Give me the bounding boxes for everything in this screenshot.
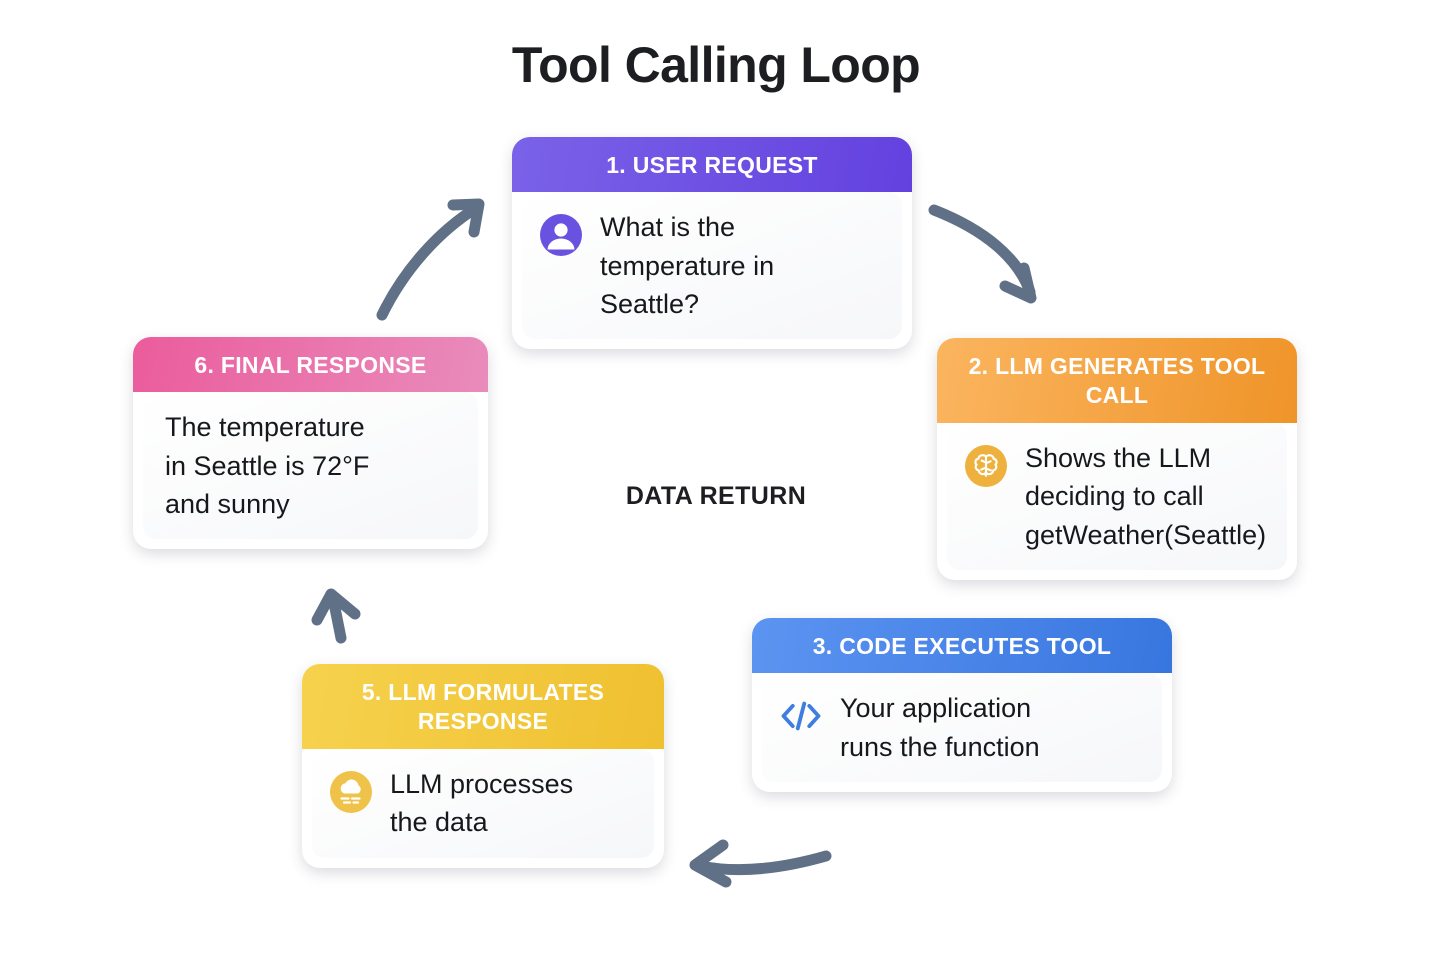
node-user-request[interactable]: 1. USER REQUEST What is the temperature …: [512, 137, 912, 349]
code-brackets-icon: [778, 693, 824, 739]
center-label-data-return: DATA RETURN: [625, 482, 807, 510]
node-llm-formulates-response-header: 5. LLM FORMULATES RESPONSE: [302, 664, 664, 749]
brain-icon: [963, 443, 1009, 489]
node-user-request-header: 1. USER REQUEST: [512, 137, 912, 193]
node-llm-generates-tool-call[interactable]: 2. LLM GENERATES TOOL CALL Shows the LLM…: [937, 338, 1297, 580]
node-llm-generates-tool-call-text: Shows the LLM deciding to call getWeathe…: [1025, 442, 1267, 550]
weather-cloud-icon: [328, 769, 374, 815]
node-user-request-text: What is the temperature in Seattle?: [600, 212, 775, 320]
node-final-response[interactable]: 6. FINAL RESPONSE The temperature in Sea…: [133, 337, 488, 549]
page-title: Tool Calling Loop: [511, 37, 921, 93]
node-code-executes-tool[interactable]: 3. CODE EXECUTES TOOL Your application r…: [752, 618, 1172, 792]
node-final-response-text: The temperature in Seattle is 72°F and s…: [165, 412, 370, 520]
node-final-response-body: The temperature in Seattle is 72°F and s…: [143, 392, 478, 540]
arrow-final-response-to-user-request: [376, 198, 485, 321]
arrow-llm-formulates-to-final-response: [311, 588, 361, 644]
node-llm-generates-tool-call-header: 2. LLM GENERATES TOOL CALL: [937, 338, 1297, 423]
node-code-executes-tool-body: Your application runs the function: [762, 673, 1162, 783]
node-final-response-header: 6. FINAL RESPONSE: [133, 337, 488, 393]
arrow-code-executes-to-llm-formulates: [689, 839, 832, 888]
user-avatar-icon: [538, 212, 584, 258]
node-code-executes-tool-header: 3. CODE EXECUTES TOOL: [752, 618, 1172, 674]
node-user-request-body: What is the temperature in Seattle?: [522, 192, 902, 340]
node-code-executes-tool-text: Your application runs the function: [840, 693, 1040, 762]
node-llm-formulates-response[interactable]: 5. LLM FORMULATES RESPONSE LLM processes…: [302, 664, 664, 868]
node-llm-generates-tool-call-body: Shows the LLM deciding to call getWeathe…: [947, 422, 1287, 570]
node-llm-formulates-response-text: LLM processes the data: [390, 768, 574, 838]
arrow-user-request-to-llm-generates: [928, 204, 1037, 304]
node-llm-formulates-response-body: LLM processes the data: [312, 748, 654, 858]
